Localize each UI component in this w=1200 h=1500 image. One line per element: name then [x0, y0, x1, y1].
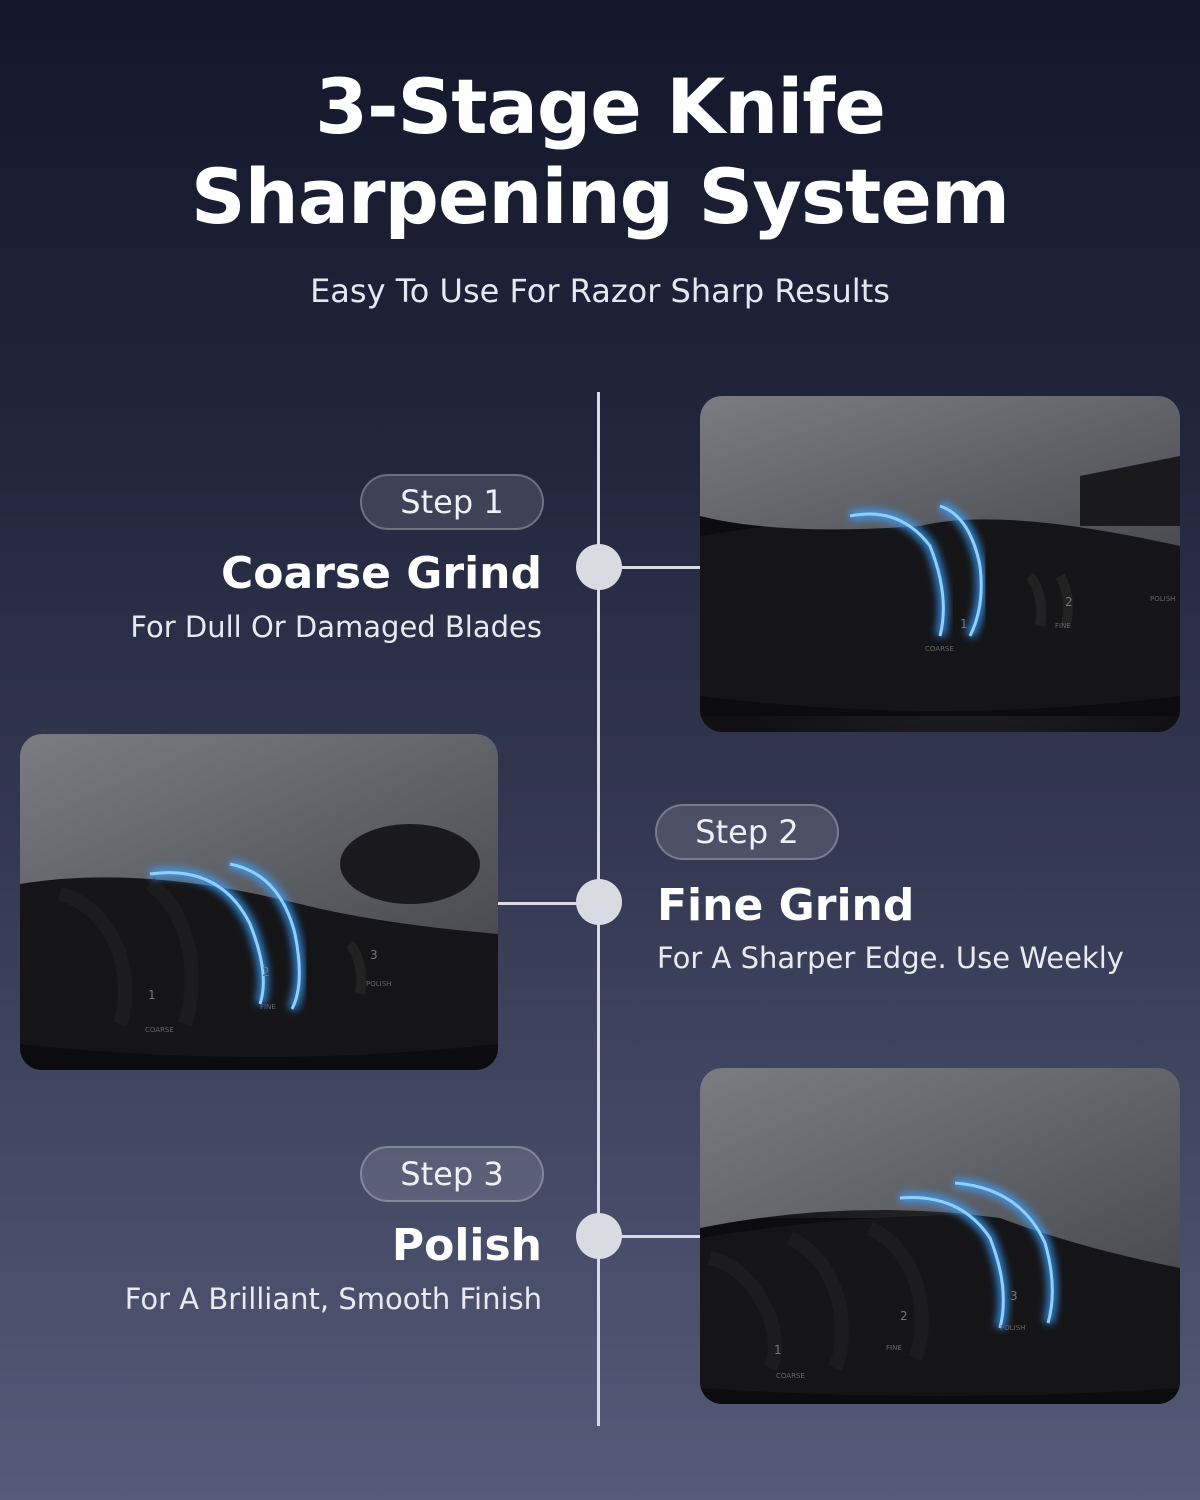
slot-number-3: 3 [370, 948, 378, 962]
page-title: 3-Stage Knife Sharpening System [0, 62, 1200, 242]
knife-blade-1 [700, 396, 1180, 546]
slot-label-fine: FINE [886, 1344, 902, 1352]
sharpener-polish-illustration: 1 COARSE 2 FINE 3 POLISH [700, 1068, 1180, 1404]
step-3-badge: Step 3 [360, 1146, 544, 1202]
step-3-description: For A Brilliant, Smooth Finish [124, 1282, 542, 1316]
slot-number-1: 1 [774, 1343, 782, 1357]
title-line-2: Sharpening System [190, 152, 1010, 241]
slot-number-2: 2 [262, 965, 270, 979]
timeline-dot-1 [576, 544, 622, 590]
step-2-title: Fine Grind [657, 880, 915, 931]
slot-label-polish: POLISH [1000, 1324, 1025, 1332]
slot-number-1: 1 [960, 617, 968, 631]
slot-label-coarse: COARSE [145, 1026, 174, 1034]
step-1-description: For Dull Or Damaged Blades [130, 610, 542, 644]
slot-number-1: 1 [148, 988, 156, 1002]
step-1-photo: 1 COARSE 2 FINE POLISH [700, 396, 1180, 732]
connector-1 [620, 566, 700, 569]
slot-label-fine: FINE [260, 1003, 276, 1011]
title-line-1: 3-Stage Knife [315, 62, 886, 151]
step-2-badge: Step 2 [655, 804, 839, 860]
connector-3 [620, 1235, 700, 1238]
slot-number-3: 3 [1010, 1289, 1018, 1303]
step-3-title: Polish [391, 1220, 542, 1271]
slot-label-polish: POLISH [1150, 595, 1175, 603]
slot-label-polish: POLISH [366, 980, 391, 988]
timeline-dot-2 [576, 879, 622, 925]
sharpener-coarse-illustration: 1 COARSE 2 FINE POLISH [700, 396, 1180, 716]
step-2-photo: 1 COARSE 2 FINE 3 POLISH [20, 734, 498, 1070]
page-subtitle: Easy To Use For Razor Sharp Results [310, 272, 890, 310]
slot-label-coarse: COARSE [776, 1372, 805, 1380]
step-1-title: Coarse Grind [221, 548, 542, 599]
slot-label-coarse: COARSE [925, 645, 954, 653]
step-2-description: For A Sharper Edge. Use Weekly [657, 941, 1124, 975]
knife-blade-3 [700, 1068, 1180, 1268]
timeline-dot-3 [576, 1213, 622, 1259]
connector-2 [498, 902, 578, 905]
slot-label-fine: FINE [1055, 622, 1071, 630]
step-1-badge: Step 1 [360, 474, 544, 530]
step-3-photo: 1 COARSE 2 FINE 3 POLISH [700, 1068, 1180, 1404]
slot-number-2: 2 [1065, 595, 1073, 609]
slot-number-2: 2 [900, 1309, 908, 1323]
sharpener-fine-illustration: 1 COARSE 2 FINE 3 POLISH [20, 734, 498, 1070]
